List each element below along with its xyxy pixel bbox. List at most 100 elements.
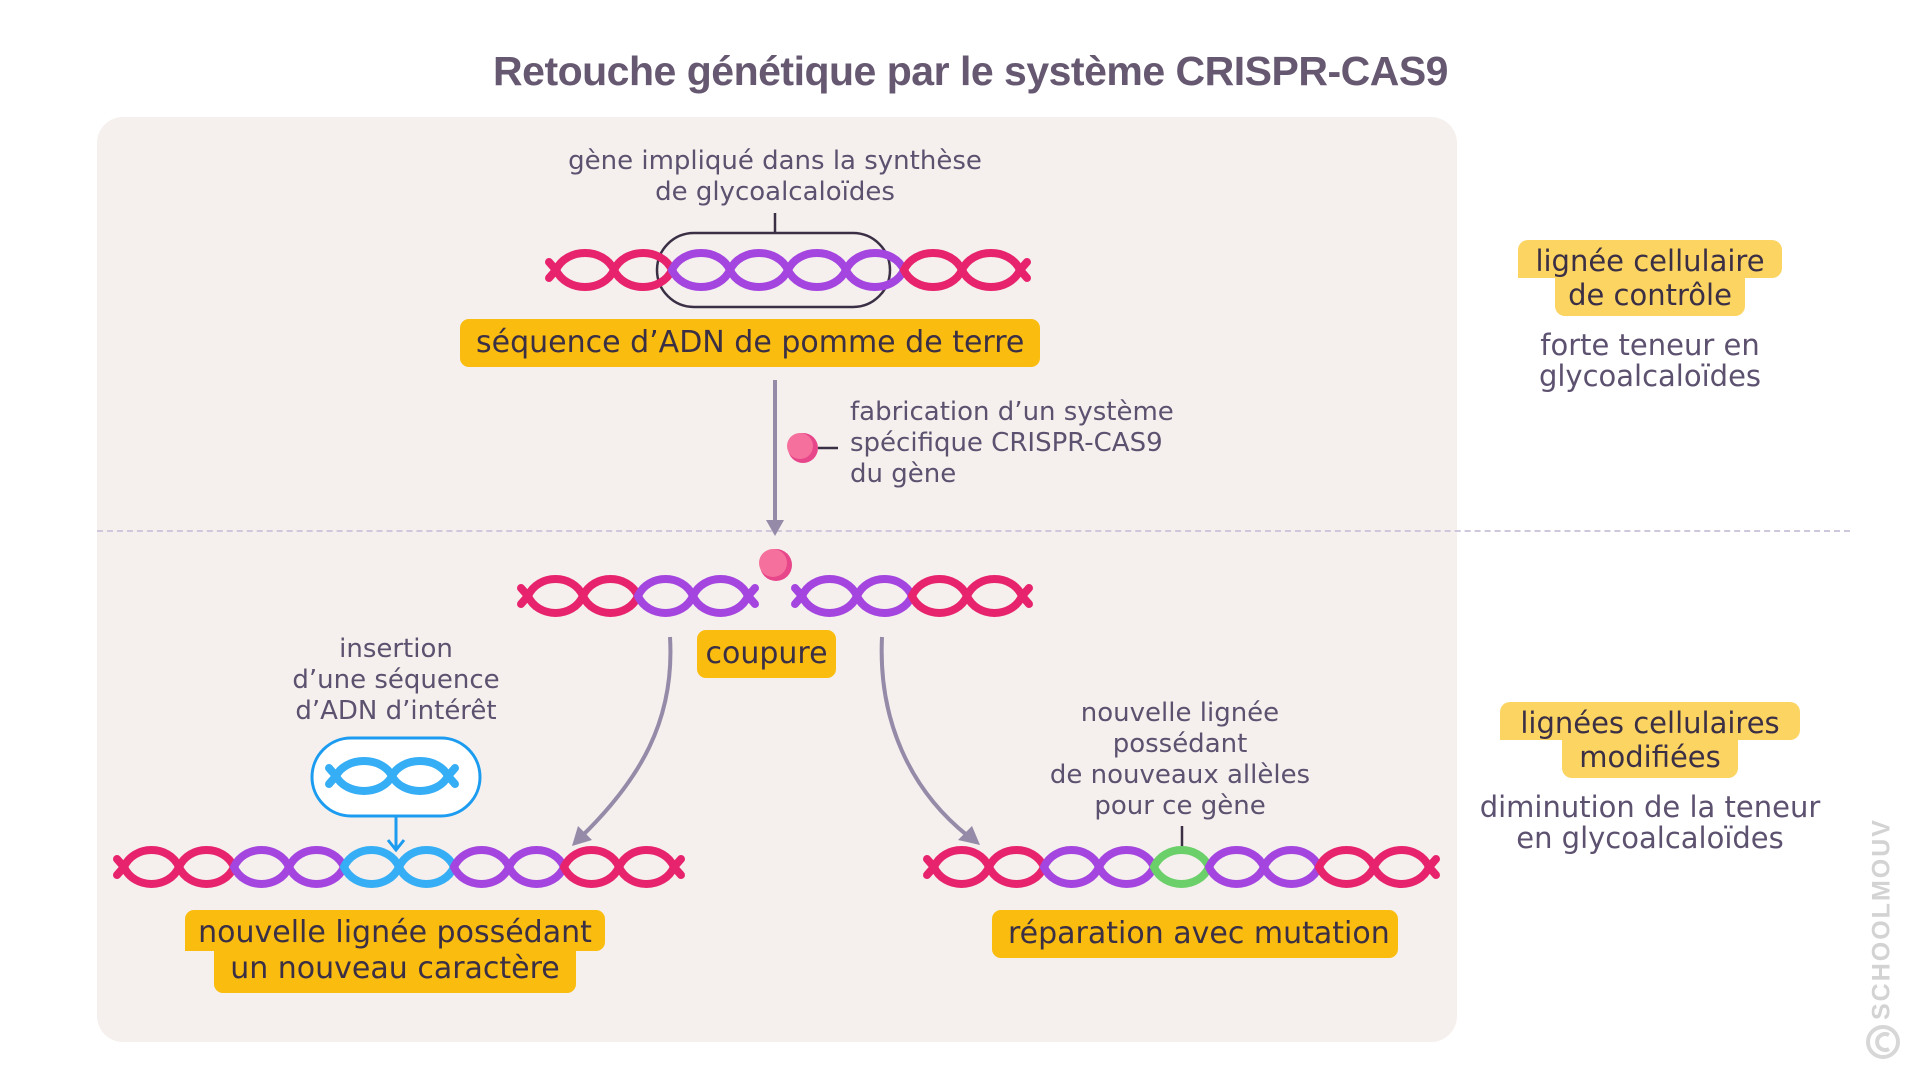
dna-strand-green — [1150, 863, 1213, 888]
dna-strand-pink — [552, 266, 618, 291]
dna-strand-purple — [798, 592, 861, 617]
new-trait-label: nouvelle lignée possédant un nouveau car… — [180, 910, 610, 993]
crispr-annotation-line: spécifique CRISPR-CAS9 — [850, 428, 1163, 458]
control-label-line: de contrôle — [1555, 278, 1745, 316]
dna-strand-purple — [1205, 863, 1268, 888]
dna-strand-purple — [689, 575, 752, 600]
dna-strand-pink — [552, 249, 618, 274]
insertion-annotation-line: insertion — [339, 634, 453, 664]
modified-label-line: lignées cellulaires — [1500, 702, 1800, 740]
gene-annotation-line: gène impliqué dans la synthèse — [568, 146, 982, 176]
cut-label: coupure — [697, 630, 836, 678]
modified-description-line: diminution de la teneur — [1479, 790, 1821, 824]
dna-strand-end — [113, 855, 128, 879]
dna-helix-insertion-result — [113, 846, 685, 888]
dna-strand-purple — [1260, 846, 1323, 871]
dna-strand-pink — [524, 592, 587, 617]
dna-strand-pink — [120, 863, 183, 888]
dna-strand-blue — [332, 772, 396, 795]
dna-strand-purple — [634, 592, 697, 617]
modified-description-line: en glycoalcaloïdes — [1516, 821, 1784, 855]
dna-strand-purple — [285, 846, 348, 871]
dna-strand-pink — [524, 575, 587, 600]
crispr-cas9-cut-icon — [759, 549, 792, 581]
dna-strand-end — [325, 764, 340, 788]
allele-annotation-line: pour ce gène — [1094, 791, 1266, 821]
dna-strand-end — [670, 855, 685, 879]
dna-strand-purple — [230, 863, 293, 888]
dna-strand-purple — [450, 863, 513, 888]
dna-strand-pink — [615, 846, 678, 871]
dna-strand-pink — [1370, 846, 1433, 871]
dna-strand-purple — [784, 266, 850, 291]
dna-strand-purple — [668, 249, 734, 274]
crispr-annotation-line: fabrication d’un système — [850, 397, 1174, 427]
dna-strand-pink — [120, 846, 183, 871]
dna-helix-potato — [545, 249, 1031, 291]
dna-strand-pink — [908, 575, 971, 600]
dna-strand-pink — [1315, 863, 1378, 888]
gene-annotation: gène impliqué dans la synthèse de glycoa… — [560, 146, 990, 208]
new-trait-label-line: un nouveau caractère — [214, 951, 576, 993]
dna-strand-end — [1016, 258, 1031, 282]
dna-strand-end — [517, 584, 532, 608]
dna-strand-end — [444, 764, 459, 788]
insert-arrow-head — [386, 839, 406, 853]
insertion-annotation: insertion d’une séquence d’ADN d’intérêt — [246, 634, 546, 727]
dna-strand-blue — [388, 757, 452, 780]
dna-strand-pink — [175, 846, 238, 871]
dna-strand-pink — [985, 863, 1048, 888]
dna-strand-end — [1018, 584, 1033, 608]
dna-strand-pink — [1315, 846, 1378, 871]
dna-strand-purple — [1040, 846, 1103, 871]
dna-strand-blue — [395, 846, 458, 871]
dna-strand-end — [744, 584, 759, 608]
dna-strand-end — [923, 855, 938, 879]
dna-strand-blue — [332, 757, 396, 780]
dna-strand-blue — [388, 772, 452, 795]
dna-strand-purple — [230, 846, 293, 871]
dna-strand-purple — [1040, 863, 1103, 888]
dna-strand-purple — [450, 846, 513, 871]
dna-strand-pink — [963, 575, 1026, 600]
dna-strand-pink — [958, 266, 1024, 291]
insertion-annotation-line: d’ADN d’intérêt — [295, 696, 497, 726]
dna-strand-purple — [726, 249, 792, 274]
dna-strand-pink — [958, 249, 1024, 274]
diagram-title: Retouche génétique par le système CRISPR… — [493, 48, 1448, 94]
control-description: forte teneur en glycoalcaloïdes — [1500, 330, 1800, 392]
dna-strand-purple — [726, 266, 792, 291]
dna-helix-cut-left — [517, 575, 759, 617]
dna-strand-blue — [395, 863, 458, 888]
dna-strand-purple — [853, 592, 916, 617]
modified-lines-label: lignées cellulaires modifiées — [1480, 702, 1820, 778]
dna-strand-purple — [505, 863, 568, 888]
dna-strand-green — [1150, 846, 1213, 871]
control-line-label: lignée cellulaire de contrôle — [1500, 240, 1800, 316]
allele-annotation-line: de nouveaux allèles — [1049, 760, 1311, 790]
dna-helix-mutation-result — [923, 846, 1440, 888]
dna-strand-purple — [1095, 863, 1158, 888]
modified-description: diminution de la teneur en glycoalcaloïd… — [1460, 792, 1840, 854]
dna-strand-pink — [1370, 863, 1433, 888]
dna-helix-cut-right — [791, 575, 1033, 617]
dna-strand-purple — [1205, 846, 1268, 871]
arrow-to-mutation-head — [958, 826, 980, 845]
dna-label-potato: séquence d’ADN de pomme de terre — [460, 319, 1040, 367]
dna-strand-purple — [853, 575, 916, 600]
dna-strand-purple — [668, 266, 734, 291]
modified-label-line: modifiées — [1562, 740, 1738, 778]
mutation-repair-label: réparation avec mutation — [992, 910, 1398, 958]
dna-strand-pink — [900, 266, 966, 291]
dna-strand-purple — [689, 592, 752, 617]
dna-strand-pink — [615, 863, 678, 888]
crispr-cas9-icon — [787, 433, 818, 463]
dna-strand-pink — [560, 846, 623, 871]
dna-strand-end — [1425, 855, 1440, 879]
dna-strand-purple — [634, 575, 697, 600]
crispr-annotation: fabrication d’un système spécifique CRIS… — [850, 397, 1174, 490]
dna-strand-pink — [579, 575, 642, 600]
dna-strand-blue — [340, 846, 403, 871]
watermark-copyright-icon — [1866, 1025, 1900, 1059]
